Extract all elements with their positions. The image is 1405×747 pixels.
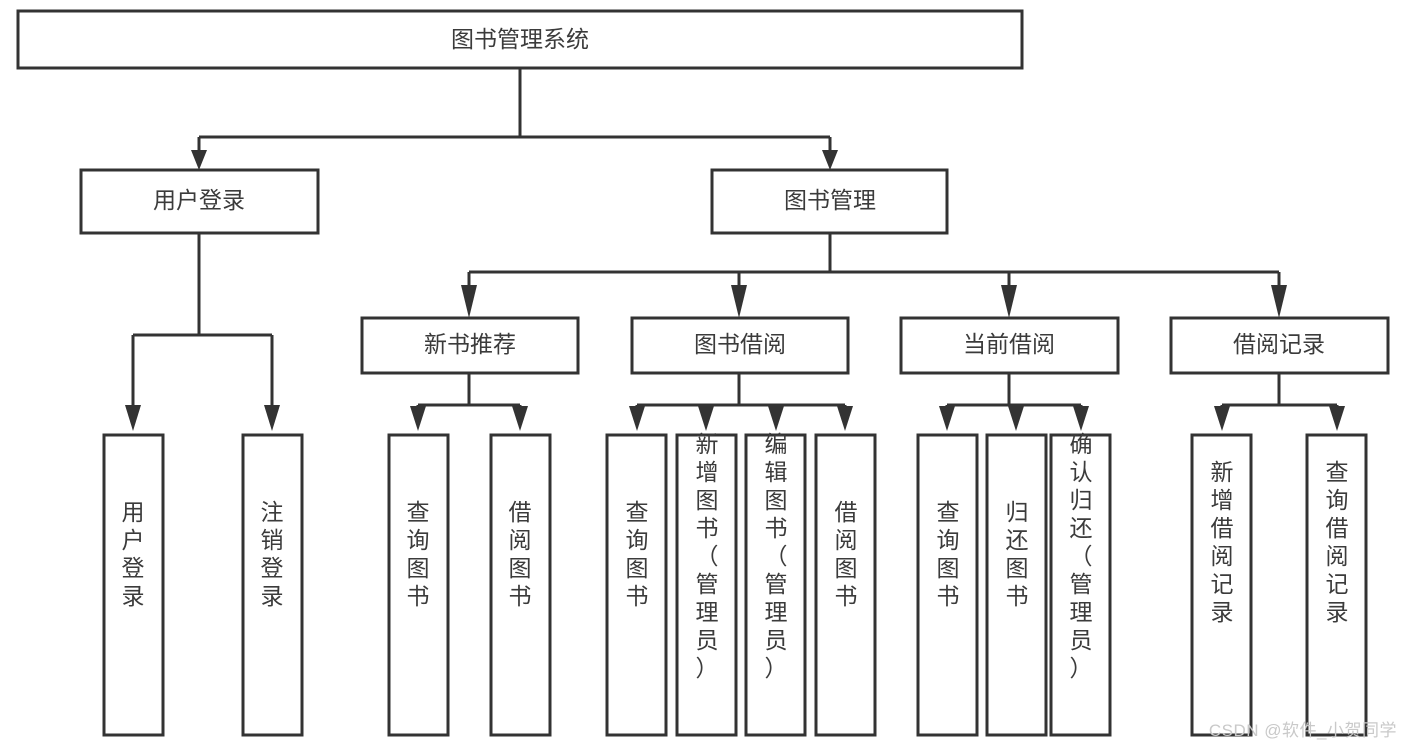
arrow-new-book-rec	[461, 285, 477, 318]
node-leaf-query-book-2-box[interactable]	[605, 433, 668, 737]
node-leaf-query-book-1-box[interactable]	[387, 433, 450, 737]
node-leaf-user-login-label: 用户登录	[122, 499, 145, 609]
edges-layer	[125, 68, 1345, 431]
node-current-borrow-label: 当前借阅	[963, 331, 1055, 357]
node-leaf-logout-box[interactable]	[241, 433, 304, 737]
node-borrow-record-label: 借阅记录	[1233, 331, 1325, 357]
arrow-leaf-borrow-book-2	[837, 406, 853, 431]
node-book-mgmt-box[interactable]	[710, 168, 949, 235]
node-leaf-user-login-box[interactable]	[102, 433, 165, 737]
node-user-login-label: 用户登录	[153, 187, 245, 213]
node-leaf-query-book-2-label: 查询图书	[626, 499, 649, 609]
arrow-leaf-logout	[264, 405, 280, 431]
arrow-leaf-query-book-3	[939, 406, 955, 431]
node-book-mgmt[interactable]: 图书管理	[710, 168, 949, 235]
node-user-login[interactable]: 用户登录	[79, 168, 320, 235]
arrow-leaf-query-book-2	[629, 406, 645, 431]
node-leaf-query-record-label: 查询借阅记录	[1326, 459, 1349, 625]
arrow-leaf-query-book-1	[410, 406, 426, 431]
node-leaf-edit-book[interactable]: 编辑图书（管理员）	[744, 431, 807, 737]
node-leaf-confirm-return-box[interactable]	[1049, 433, 1112, 737]
node-book-borrow-box[interactable]	[630, 316, 850, 375]
arrow-leaf-query-record	[1329, 406, 1345, 431]
watermark-text: CSDN @软件_小贺同学	[1208, 721, 1397, 740]
node-leaf-borrow-book-2-box[interactable]	[814, 433, 877, 737]
node-leaf-query-book-2[interactable]: 查询图书	[605, 433, 668, 737]
node-root[interactable]: 图书管理系统	[16, 9, 1024, 70]
node-leaf-add-record[interactable]: 新增借阅记录	[1190, 433, 1253, 737]
arrow-leaf-confirm-return	[1073, 406, 1089, 431]
node-leaf-add-book-label: 新增图书（管理员）	[696, 431, 719, 681]
node-leaf-query-book-3-box[interactable]	[916, 433, 979, 737]
arrow-leaf-return-book	[1008, 406, 1024, 431]
node-leaf-borrow-book-1-label: 借阅图书	[509, 499, 532, 609]
node-current-borrow[interactable]: 当前借阅	[899, 316, 1120, 375]
arrow-book-mgmt	[822, 150, 838, 170]
node-leaf-add-record-label: 新增借阅记录	[1211, 459, 1234, 625]
node-leaf-query-book-1[interactable]: 查询图书	[387, 433, 450, 737]
node-leaf-borrow-book-1-box[interactable]	[489, 433, 552, 737]
arrow-leaf-add-book	[698, 406, 714, 431]
node-leaf-user-login[interactable]: 用户登录	[102, 433, 165, 737]
node-borrow-record[interactable]: 借阅记录	[1169, 316, 1390, 375]
arrow-borrow-record	[1271, 285, 1287, 318]
arrow-user-login	[191, 150, 207, 170]
arrow-current-borrow	[1001, 285, 1017, 318]
node-book-borrow[interactable]: 图书借阅	[630, 316, 850, 375]
node-leaf-confirm-return[interactable]: 确认归还（管理员）	[1049, 431, 1112, 737]
node-leaf-query-book-3-label: 查询图书	[937, 499, 960, 609]
node-leaf-logout[interactable]: 注销登录	[241, 433, 304, 737]
arrow-leaf-user-login	[125, 405, 141, 431]
node-leaf-query-book-1-label: 查询图书	[407, 499, 430, 609]
node-leaf-return-book-box[interactable]	[985, 433, 1048, 737]
node-user-login-box[interactable]	[79, 168, 320, 235]
node-leaf-query-record-box[interactable]	[1305, 433, 1368, 737]
node-current-borrow-box[interactable]	[899, 316, 1120, 375]
node-leaf-edit-book-box[interactable]	[744, 433, 807, 737]
node-book-borrow-label: 图书借阅	[694, 331, 786, 357]
node-leaf-return-book[interactable]: 归还图书	[985, 433, 1048, 737]
node-book-mgmt-label: 图书管理	[784, 187, 876, 213]
node-leaf-edit-book-label: 编辑图书（管理员）	[765, 431, 788, 681]
node-leaf-return-book-label: 归还图书	[1006, 499, 1029, 609]
arrow-leaf-add-record	[1214, 406, 1230, 431]
node-leaf-add-record-box[interactable]	[1190, 433, 1253, 737]
node-new-book-rec[interactable]: 新书推荐	[360, 316, 580, 375]
node-new-book-rec-label: 新书推荐	[424, 331, 516, 357]
arrow-leaf-edit-book	[768, 406, 784, 431]
node-leaf-borrow-book-1[interactable]: 借阅图书	[489, 433, 552, 737]
arrow-book-borrow	[731, 285, 747, 318]
node-leaf-add-book-box[interactable]	[675, 433, 738, 737]
node-root-label: 图书管理系统	[451, 26, 589, 52]
node-leaf-borrow-book-2[interactable]: 借阅图书	[814, 433, 877, 737]
node-leaf-logout-label: 注销登录	[261, 499, 284, 609]
node-leaf-confirm-return-label: 确认归还（管理员）	[1070, 431, 1093, 681]
node-leaf-borrow-book-2-label: 借阅图书	[835, 499, 858, 609]
node-leaf-query-record[interactable]: 查询借阅记录	[1305, 433, 1368, 737]
node-leaf-add-book[interactable]: 新增图书（管理员）	[675, 431, 738, 737]
arrow-leaf-borrow-book-1	[512, 406, 528, 431]
node-borrow-record-box[interactable]	[1169, 316, 1390, 375]
node-leaf-query-book-3[interactable]: 查询图书	[916, 433, 979, 737]
node-new-book-rec-box[interactable]	[360, 316, 580, 375]
node-root-box[interactable]	[16, 9, 1024, 70]
